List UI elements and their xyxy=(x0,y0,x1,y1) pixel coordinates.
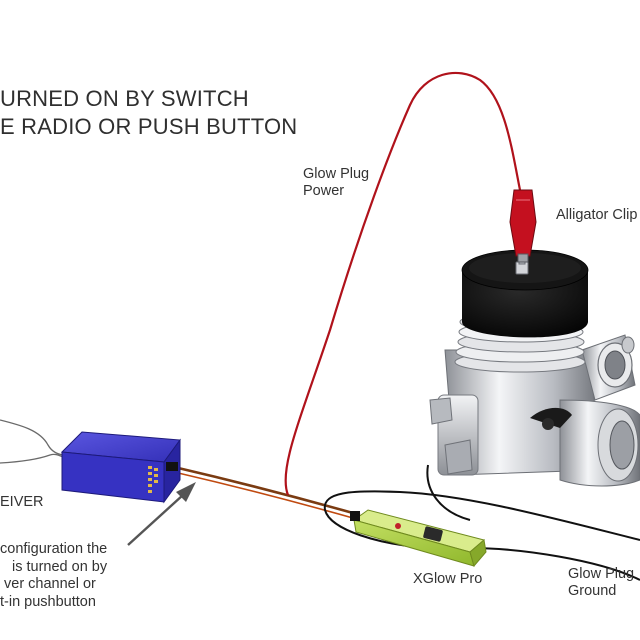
note-line: t-in pushbutton xyxy=(0,593,96,610)
red-power-wire xyxy=(173,71,522,521)
note-line: ver channel or xyxy=(4,576,96,592)
title-line-1: URNED ON BY SWITCH xyxy=(0,86,249,111)
callout-arrow xyxy=(127,482,196,546)
alligator-clip xyxy=(509,189,537,263)
title-line-2: E RADIO OR PUSH BUTTON xyxy=(0,114,298,139)
note-line: is turned on by xyxy=(12,558,108,575)
glow-plug-ground-label: Glow Plug Ground xyxy=(568,566,635,599)
xglow-pro-label: XGlow Pro xyxy=(413,571,483,587)
black-ground-wire xyxy=(323,464,640,581)
glow-engine xyxy=(429,249,640,487)
receiver-antenna-wires xyxy=(0,419,67,464)
receiver-label: EIVER xyxy=(0,494,44,510)
configuration-note: configuration the is turned on by ver ch… xyxy=(0,541,107,611)
glow-plug-power-label: Glow Plug Power xyxy=(303,166,370,199)
receiver-box xyxy=(60,431,181,504)
xglow-pro-unit xyxy=(350,509,487,568)
note-line: configuration the xyxy=(0,541,108,557)
alligator-clip-label: Alligator Clip xyxy=(556,207,638,223)
